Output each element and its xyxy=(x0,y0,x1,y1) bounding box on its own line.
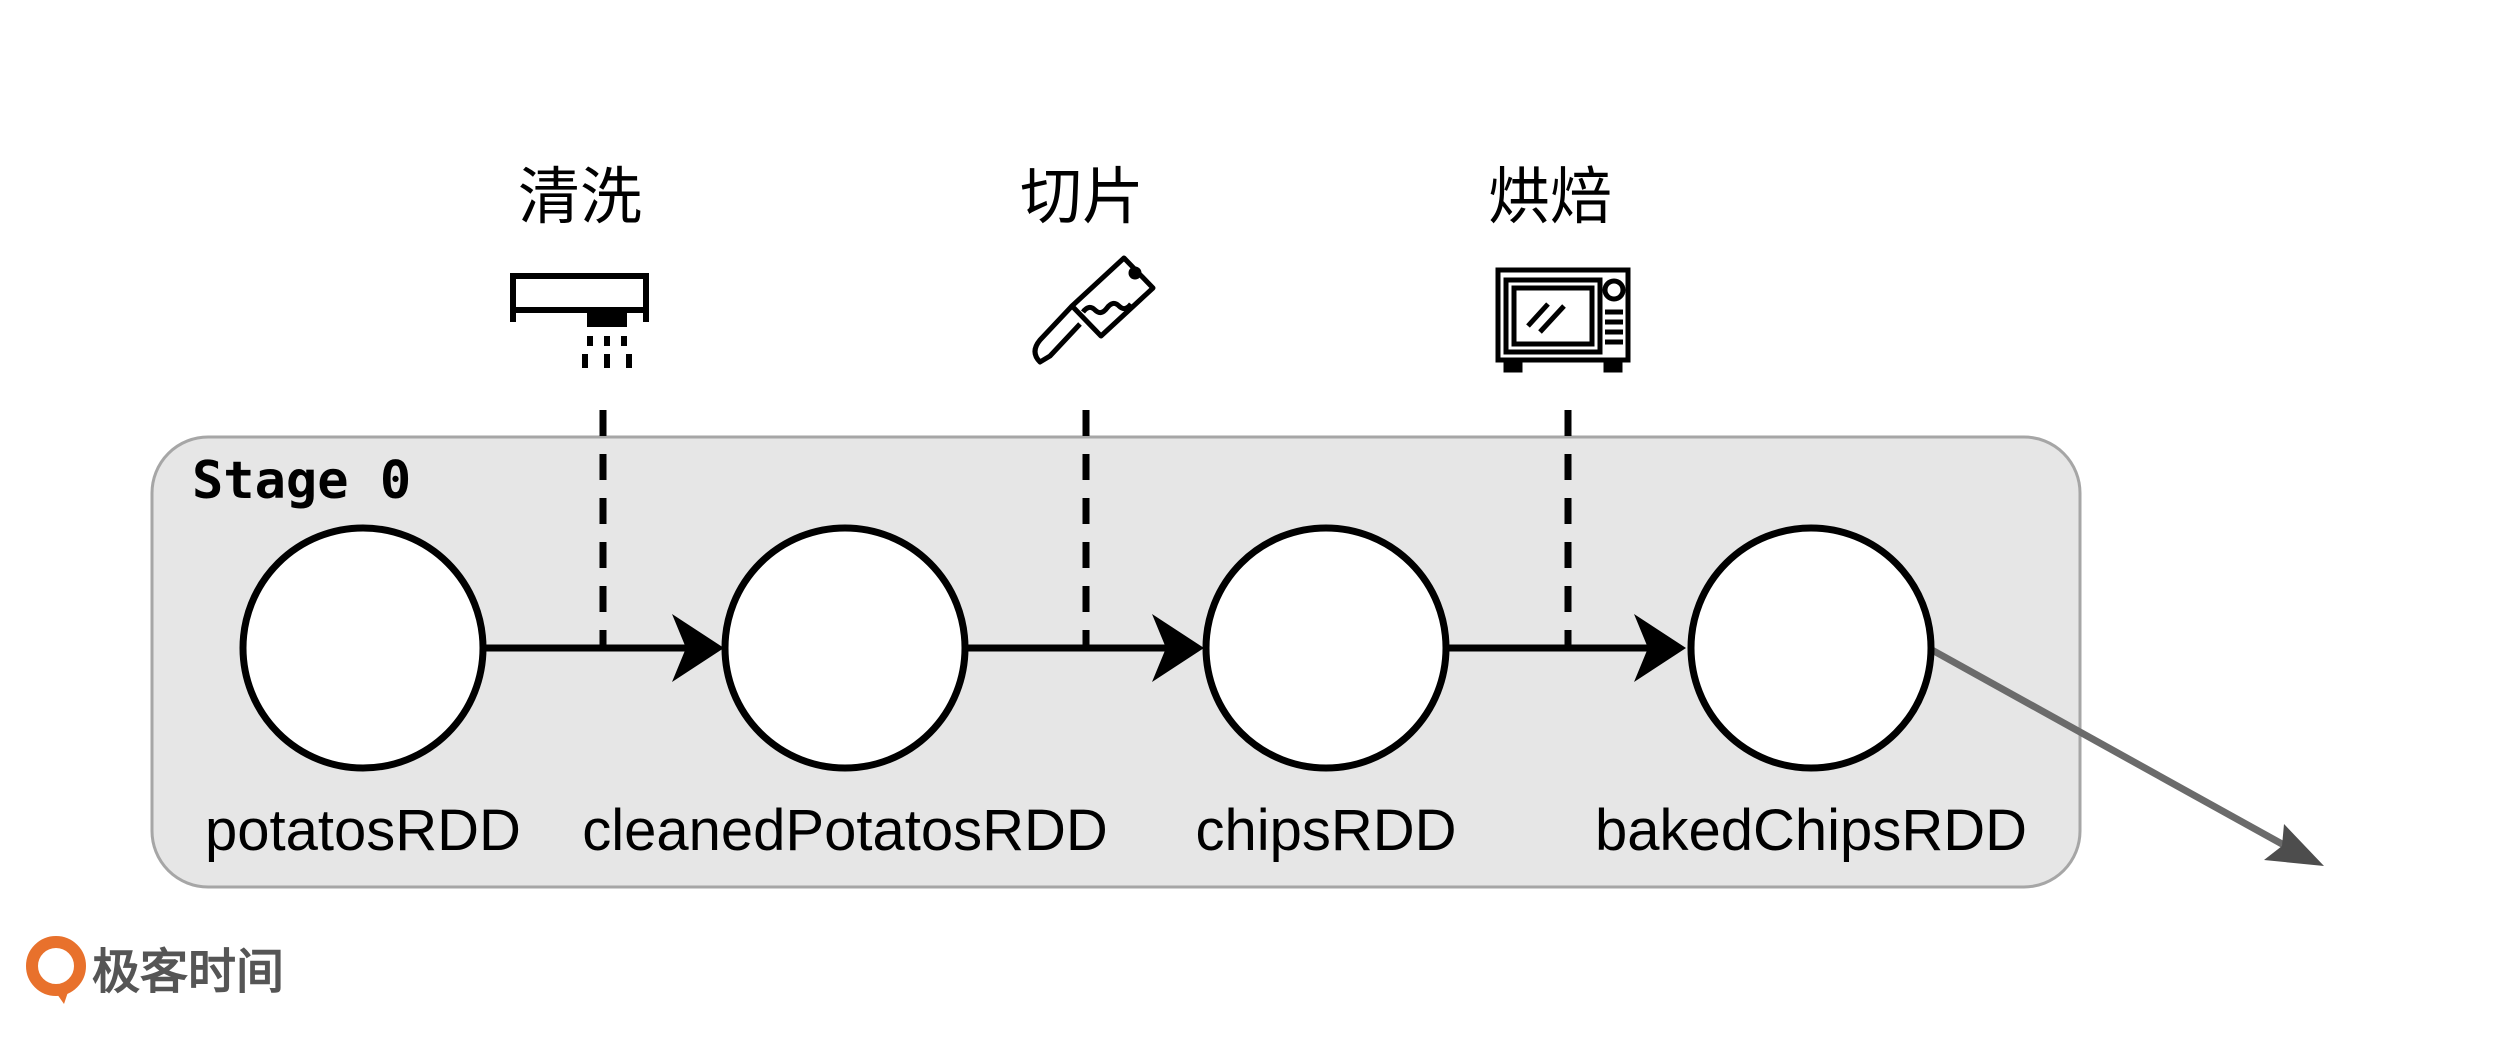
stage-box xyxy=(150,435,2082,889)
rdd-node-potatos xyxy=(239,524,487,772)
edge-cleaned-to-chips xyxy=(966,614,1204,682)
rdd-node-baked-chips xyxy=(1687,524,1935,772)
rdd-node-chips xyxy=(1202,524,1450,772)
stage-title: Stage 0 xyxy=(192,451,411,511)
faucet-icon xyxy=(510,273,649,368)
op-label-bake: 烘焙 xyxy=(1488,160,1612,233)
op-label-slice: 切片 xyxy=(1020,160,1144,233)
edge-potatos-to-cleaned xyxy=(484,614,724,682)
oven-icon xyxy=(1495,267,1631,373)
rdd-node-cleaned-potatos xyxy=(721,524,969,772)
rdd-label-cleaned-potatos: cleanedPotatosRDD xyxy=(582,798,1108,863)
output-arrow xyxy=(1930,646,2324,866)
rdd-label-baked-chips: bakedChipsRDD xyxy=(1595,798,2027,863)
op-label-clean: 清洗 xyxy=(518,160,642,233)
edge-chips-to-baked xyxy=(1448,614,1686,682)
logo-text: 极客时间 xyxy=(92,944,284,1000)
brand-logo: 极客时间 xyxy=(26,936,284,1004)
logo-mark-icon xyxy=(26,936,86,996)
rdd-label-potatos: potatosRDD xyxy=(205,798,521,863)
cleaver-knife-icon xyxy=(1032,255,1156,365)
rdd-label-chips: chipsRDD xyxy=(1195,798,1456,863)
